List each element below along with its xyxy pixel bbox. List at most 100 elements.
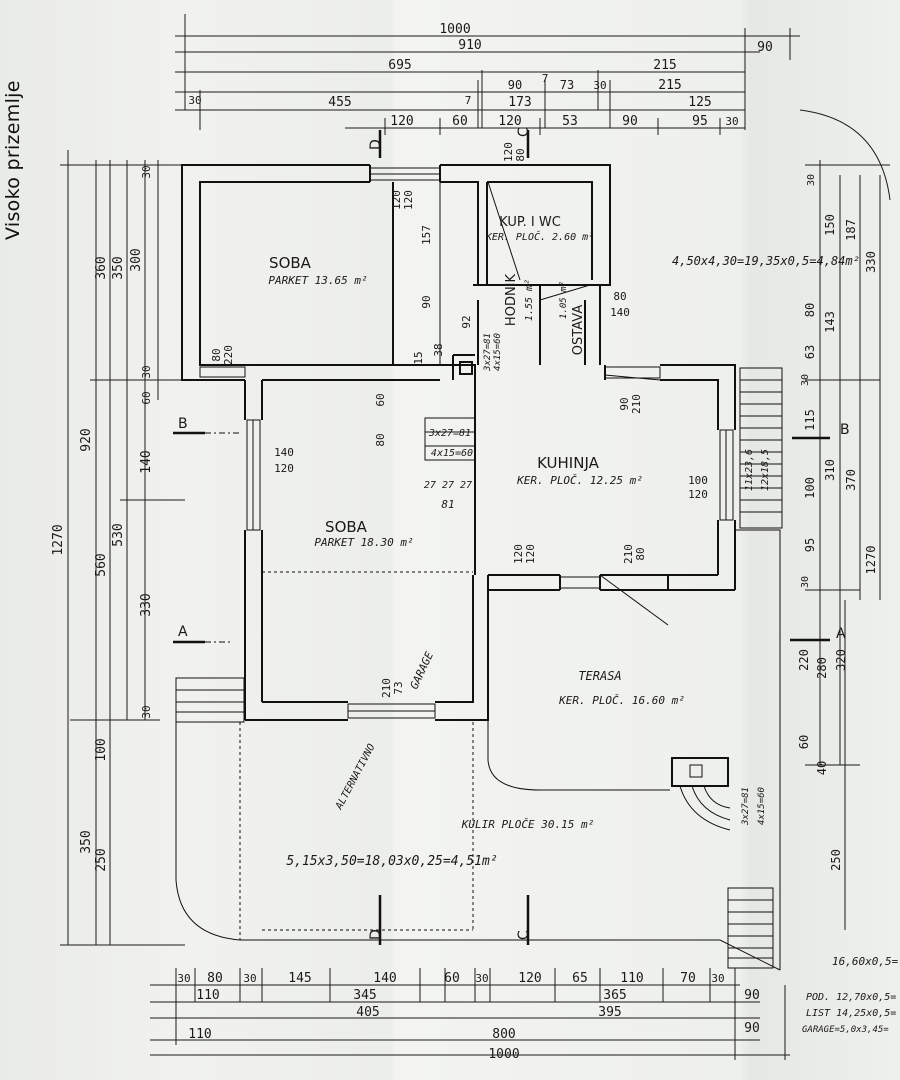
inner-dim-13: 220 — [222, 345, 235, 365]
inner-dim-22: 120 — [512, 544, 525, 564]
inner-dim-26: 80 — [613, 290, 626, 303]
inner-dim-4: 157 — [420, 225, 433, 245]
dim-bottom-30d: 30 — [711, 972, 724, 985]
dim-left-350b: 350 — [79, 830, 94, 853]
dim-left-60: 60 — [140, 391, 153, 404]
dim-bottom-395: 395 — [598, 1005, 621, 1020]
inner-dim-5: 120 — [402, 190, 415, 210]
inner-dim-19: 210 — [630, 394, 643, 414]
dim-right-187: 187 — [844, 219, 858, 241]
dim-bottom-90b: 90 — [744, 1021, 760, 1036]
dim-top-73: 73 — [560, 78, 574, 92]
dim-right-320: 320 — [834, 649, 848, 671]
inner-dim-1: 120 — [502, 142, 515, 162]
dim-left-330: 330 — [139, 593, 154, 616]
room-area-terasa: KER. PLOČ. 16.60 m² — [558, 694, 685, 707]
dim-bottom-365: 365 — [603, 988, 626, 1003]
stairs-note-3: 27 27 27 — [424, 480, 472, 491]
stairs-note-9: 3x27=81 — [741, 787, 751, 826]
dim-left-30b: 30 — [140, 365, 153, 378]
dim-bottom-110a: 110 — [620, 971, 643, 986]
dim-bottom-1000: 1000 — [488, 1047, 519, 1062]
stairs-note-8: 4x15=60 — [493, 333, 503, 371]
dim-top-60: 60 — [452, 114, 468, 129]
dim-top-215a: 215 — [653, 58, 676, 73]
dim-bottom-30c: 30 — [475, 972, 488, 985]
dim-right-115: 115 — [803, 409, 817, 431]
dim-right-100: 100 — [803, 477, 817, 499]
dim-right-30a: 30 — [806, 174, 817, 186]
section-a-right: A — [836, 626, 846, 642]
room-area-ostava: 1.05 m² — [559, 281, 569, 319]
dim-left-30a: 30 — [140, 165, 153, 178]
inner-dim-6: 90 — [420, 295, 433, 308]
dim-right-280: 280 — [815, 657, 829, 679]
dim-top-7a: 7 — [542, 72, 549, 85]
dim-right-63: 63 — [803, 345, 817, 359]
inner-dim-17: 120 — [274, 462, 294, 475]
dim-right-1270: 1270 — [864, 546, 878, 575]
dim-right-220: 220 — [797, 649, 811, 671]
calc-pod: POD. 12,70x0,5= — [806, 992, 896, 1003]
inner-dim-28: 210 — [380, 678, 393, 698]
inner-dim-12: 80 — [210, 348, 223, 361]
inner-dim-23: 120 — [524, 544, 537, 564]
dim-top-7b: 7 — [465, 94, 472, 107]
room-area-hodnik: 1.55 m² — [524, 279, 535, 321]
room-area-kuhinja: KER. PLOČ. 12.25 m² — [516, 474, 643, 487]
section-d-bottom: D — [368, 929, 384, 940]
inner-dim-15: 80 — [374, 433, 387, 446]
dim-bottom-90a: 90 — [744, 988, 760, 1003]
dim-top-120a: 120 — [390, 114, 413, 129]
dim-bottom-800: 800 — [492, 1027, 515, 1042]
kulir-label: KULIR PLOČE 30.15 m² — [461, 818, 594, 831]
calc-list: LIST 14,25x0,5= — [806, 1008, 896, 1019]
dim-top-120b: 120 — [498, 114, 521, 129]
room-name-ostava: OSTAVA — [571, 305, 586, 356]
dim-right-150: 150 — [823, 214, 837, 236]
dim-right-370: 370 — [844, 469, 858, 491]
calc-terasa: 16,60x0,5= — [832, 955, 899, 968]
dim-left-530: 530 — [111, 523, 126, 546]
dim-top-90c: 90 — [622, 114, 638, 129]
stairs-note-10: 4x15=60 — [757, 787, 767, 825]
inner-dim-25: 80 — [634, 547, 647, 560]
room-name-soba-main: SOBA — [325, 518, 368, 536]
garage-formula: 5,15x3,50=18,03x0,25=4,51m² — [286, 854, 497, 869]
section-b-right: B — [840, 422, 850, 438]
dim-left-920: 920 — [79, 428, 94, 451]
dim-bottom-405: 405 — [356, 1005, 379, 1020]
inner-dim-29: 73 — [392, 681, 405, 694]
dim-top-173: 173 — [508, 95, 531, 110]
dim-left-250: 250 — [94, 848, 109, 871]
dim-left-140: 140 — [139, 450, 154, 473]
inner-dim-2: 80 — [514, 148, 527, 161]
dim-top-30c: 30 — [725, 115, 738, 128]
dim-bottom-110b: 110 — [196, 988, 219, 1003]
section-d-top: D — [368, 139, 384, 150]
dim-top-695: 695 — [388, 58, 411, 73]
stairs-note-5: 11x23,6 — [744, 449, 755, 491]
dim-left-100: 100 — [94, 738, 109, 761]
inner-dim-21: 120 — [688, 488, 708, 501]
section-a-left: A — [178, 624, 188, 640]
dim-left-30c: 30 — [140, 705, 153, 718]
inner-dim-14: 60 — [374, 393, 387, 406]
dim-top-30a: 30 — [188, 94, 201, 107]
stairs-note-6: 12x18,5 — [760, 449, 771, 491]
dim-left-560: 560 — [94, 553, 109, 576]
stairs-note-1: 3x27=81 — [428, 428, 471, 439]
dim-right-310: 310 — [823, 459, 837, 481]
garage-label: GARAGE — [408, 649, 437, 691]
dim-right-60: 60 — [797, 735, 811, 749]
inner-dim-20: 100 — [688, 474, 708, 487]
dim-bottom-140: 140 — [373, 971, 396, 986]
dim-top-1000: 1000 — [439, 22, 470, 37]
dim-top-90b: 90 — [508, 78, 522, 92]
inner-dim-24: 210 — [622, 544, 635, 564]
dim-bottom-30a: 30 — [177, 972, 190, 985]
dim-left-350a: 350 — [111, 256, 126, 279]
inner-dim-8: 38 — [432, 343, 445, 356]
dim-top-53: 53 — [562, 114, 578, 129]
